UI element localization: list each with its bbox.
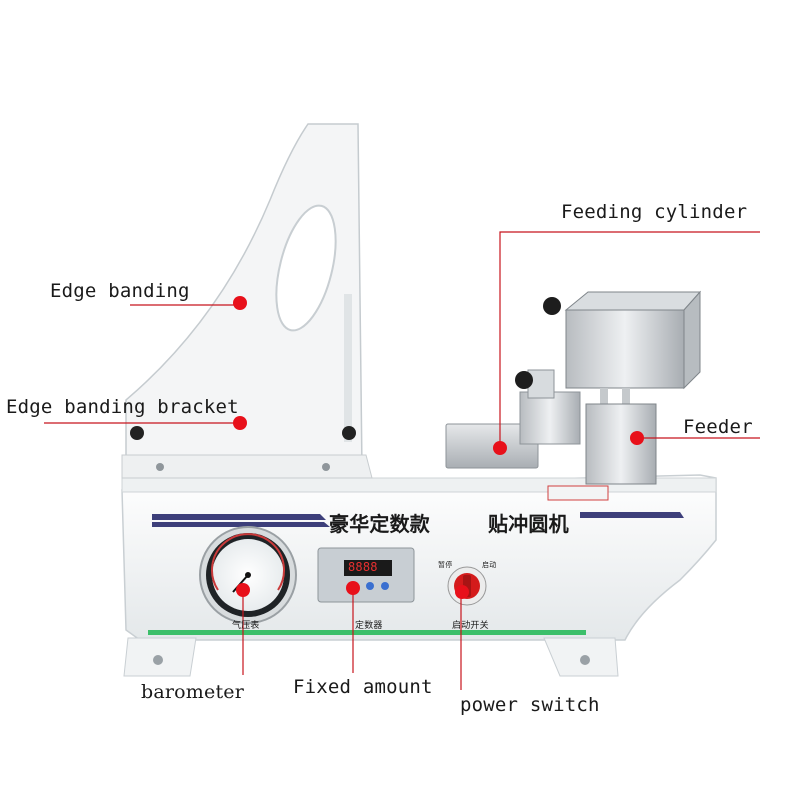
- switch-label-right: 启动: [482, 561, 497, 569]
- machine-title-1: 豪华定数款: [329, 512, 430, 536]
- callout-fixed-amount: Fixed amount: [293, 676, 433, 698]
- counter-display: 8888: [348, 560, 378, 574]
- machine-title-2: 贴冲圆机: [488, 512, 569, 536]
- callout-lines: [44, 231, 760, 690]
- gauge-caption: 气压表: [232, 621, 260, 631]
- switch-label-left: 暂停: [438, 561, 453, 569]
- callout-feeding-cylinder: Feeding cylinder: [561, 201, 748, 223]
- counter-unit: [317, 547, 415, 603]
- counter-caption: 定数器: [355, 621, 383, 631]
- callout-power-switch: power switch: [460, 694, 600, 716]
- callout-barometer: barometer: [141, 681, 245, 703]
- edge-banding-plate: [125, 123, 363, 471]
- barometer-gauge: [199, 526, 297, 624]
- callout-edge-banding-bracket: Edge banding bracket: [6, 396, 239, 418]
- power-switch: [447, 566, 487, 606]
- callout-edge-banding: Edge banding: [50, 280, 190, 302]
- edge-banding-bracket: [121, 454, 373, 479]
- callout-feeder: Feeder: [683, 416, 753, 438]
- callout-dots: [233, 296, 644, 599]
- switch-caption: 启动开关: [452, 621, 489, 631]
- feeder-assembly: [445, 290, 702, 501]
